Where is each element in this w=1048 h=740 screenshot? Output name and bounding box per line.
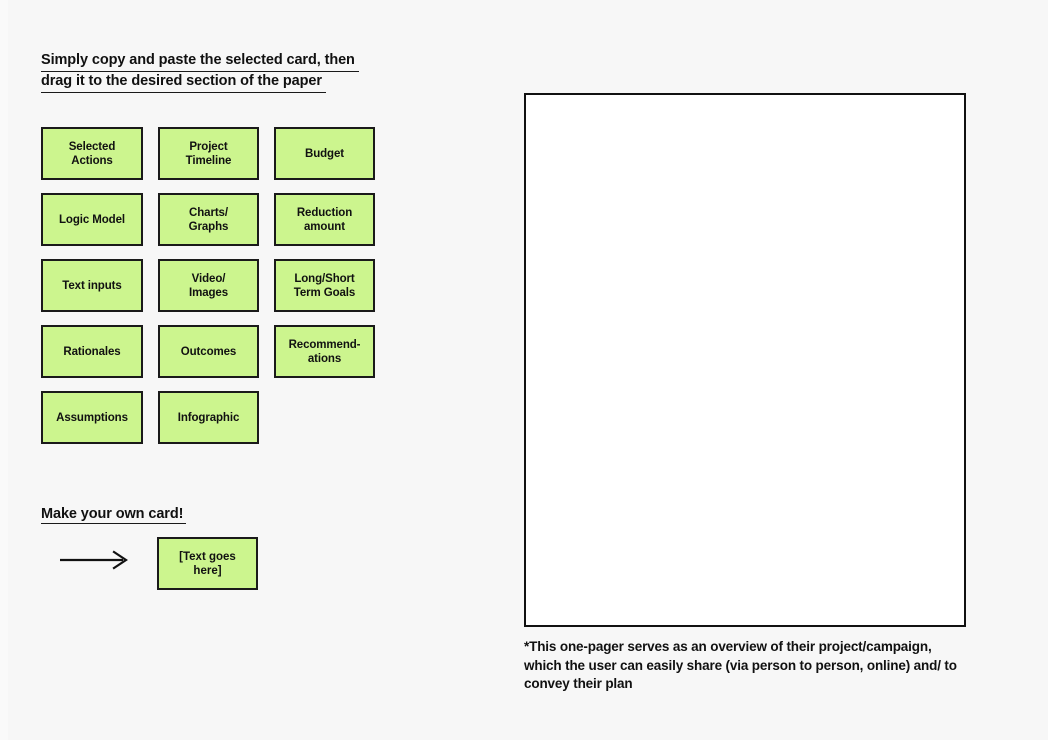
card-project-timeline[interactable]: Project Timeline [158, 127, 259, 180]
card-text-inputs[interactable]: Text inputs [41, 259, 143, 312]
card-row: Logic Model Charts/ Graphs Reduction amo… [41, 193, 381, 246]
page-left-edge-strip [0, 0, 8, 740]
card-palette: Selected Actions Project Timeline Budget… [41, 127, 381, 457]
card-row: Assumptions Infographic [41, 391, 381, 444]
card-logic-model[interactable]: Logic Model [41, 193, 143, 246]
card-blank-template[interactable]: [Text goes here] [157, 537, 258, 590]
instructions-heading: Simply copy and paste the selected card,… [41, 51, 371, 93]
instructions-line-1: Simply copy and paste the selected card,… [41, 51, 359, 72]
instructions-line-2: drag it to the desired section of the pa… [41, 72, 326, 93]
card-reduction-amount[interactable]: Reduction amount [274, 193, 375, 246]
card-rationales[interactable]: Rationales [41, 325, 143, 378]
card-long-short-term-goals[interactable]: Long/Short Term Goals [274, 259, 375, 312]
card-video-images[interactable]: Video/ Images [158, 259, 259, 312]
paper-caption: *This one-pager serves as an overview of… [524, 639, 957, 691]
card-selected-actions[interactable]: Selected Actions [41, 127, 143, 180]
make-your-own-card-heading: Make your own card! [41, 506, 187, 524]
card-budget[interactable]: Budget [274, 127, 375, 180]
card-slot-empty [274, 391, 375, 444]
card-outcomes[interactable]: Outcomes [158, 325, 259, 378]
card-row: Rationales Outcomes Recommend- ations [41, 325, 381, 378]
one-pager-paper-canvas[interactable] [524, 93, 966, 627]
card-row: Text inputs Video/ Images Long/Short Ter… [41, 259, 381, 312]
card-infographic[interactable]: Infographic [158, 391, 259, 444]
card-assumptions[interactable]: Assumptions [41, 391, 143, 444]
card-charts-graphs[interactable]: Charts/ Graphs [158, 193, 259, 246]
card-recommendations[interactable]: Recommend- ations [274, 325, 375, 378]
arrow-right-icon [60, 550, 128, 570]
card-row: Selected Actions Project Timeline Budget [41, 127, 381, 180]
make-your-own-card-label: Make your own card! [41, 506, 187, 524]
